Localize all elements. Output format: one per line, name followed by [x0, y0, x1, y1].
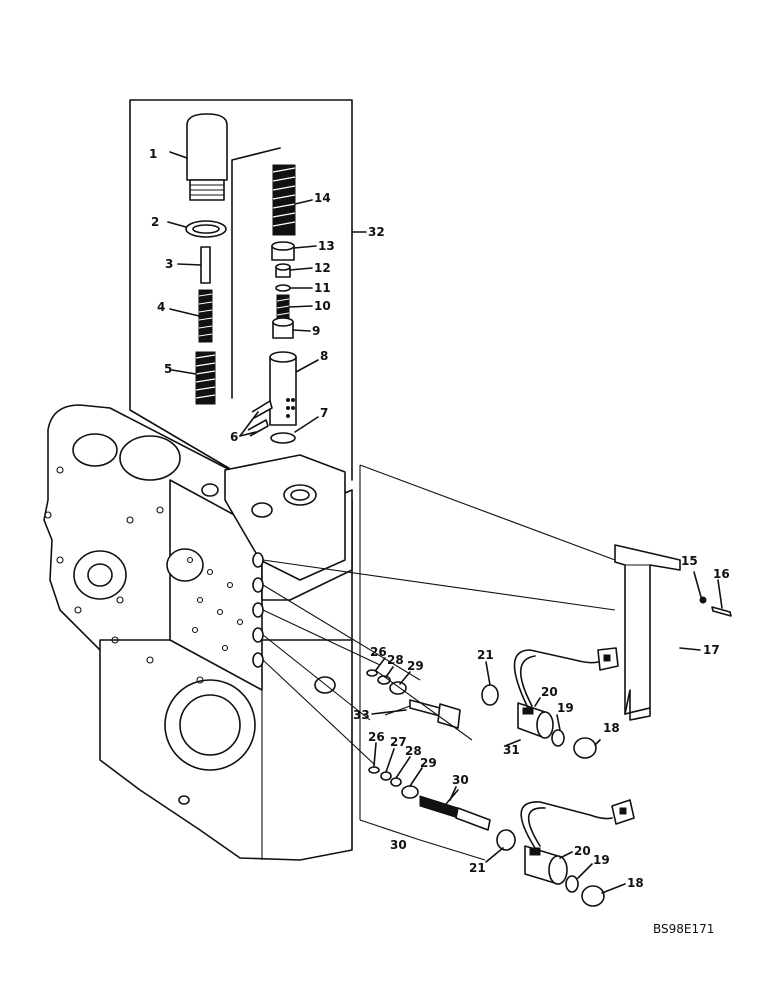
callout-4: 4 [157, 300, 165, 314]
inner-group-bracket [231, 147, 281, 399]
callout-31: 31 [503, 743, 520, 757]
callout-20-upper: 20 [541, 685, 558, 699]
spring-seat [271, 241, 317, 261]
callout-3: 3 [165, 257, 173, 271]
callout-29-upper: 29 [407, 659, 424, 673]
upper-group-bracket [129, 99, 367, 481]
callout-6: 6 [230, 430, 238, 444]
pin [177, 246, 211, 284]
outer-spring [171, 351, 216, 405]
spring-top [272, 164, 313, 236]
bracket-assembly [614, 544, 732, 721]
transmission-housing [43, 404, 353, 861]
callout-32: 32 [368, 225, 385, 239]
callout-8: 8 [320, 349, 328, 363]
callout-33: 33 [353, 708, 370, 722]
cap-plug [169, 113, 228, 201]
callout-13: 13 [318, 239, 335, 253]
plug-pointers [239, 400, 273, 437]
callout-26-upper: 26 [370, 645, 387, 659]
callout-26-lower: 26 [368, 730, 385, 744]
callout-labels: 1 2 3 4 5 6 7 8 9 10 11 12 13 14 32 15 1… [149, 147, 730, 890]
callout-30-part: 30 [452, 773, 469, 787]
callout-19-upper: 19 [557, 701, 574, 715]
callout-11: 11 [314, 281, 331, 295]
upper-solenoid-assembly [366, 647, 619, 759]
washer-upper [275, 263, 313, 278]
callout-15: 15 [681, 554, 698, 568]
callout-5: 5 [164, 362, 172, 376]
callout-12: 12 [314, 261, 331, 275]
callout-20-lower: 20 [574, 844, 591, 858]
callout-16: 16 [713, 567, 730, 581]
callout-28-upper: 28 [387, 653, 404, 667]
callout-9: 9 [312, 324, 320, 338]
callout-19-lower: 19 [593, 853, 610, 867]
callout-14: 14 [314, 191, 331, 205]
small-spring [276, 294, 313, 320]
inner-spring [169, 289, 213, 343]
callout-30-group: 30 [390, 838, 407, 852]
valve-sleeve [269, 351, 319, 426]
callout-29-lower: 29 [420, 756, 437, 770]
callout-7: 7 [320, 406, 328, 420]
callout-10: 10 [314, 299, 331, 313]
drawing-reference: BS98E171 [653, 922, 714, 936]
callout-18-upper: 18 [603, 721, 620, 735]
callout-2: 2 [151, 215, 159, 229]
lower-solenoid-assembly [359, 766, 635, 907]
callout-27: 27 [390, 735, 407, 749]
callout-18-lower: 18 [627, 876, 644, 890]
callout-21-upper: 21 [477, 648, 494, 662]
port-leaders [262, 464, 616, 820]
o-ring [167, 220, 227, 238]
callout-21-lower: 21 [469, 861, 486, 875]
small-ring [275, 284, 313, 292]
callout-28-lower: 28 [405, 744, 422, 758]
spool-end [272, 317, 311, 339]
callout-1: 1 [149, 147, 157, 161]
sleeve-o-ring [270, 416, 319, 444]
callout-leaders [371, 657, 626, 894]
callout-17: 17 [703, 643, 720, 657]
